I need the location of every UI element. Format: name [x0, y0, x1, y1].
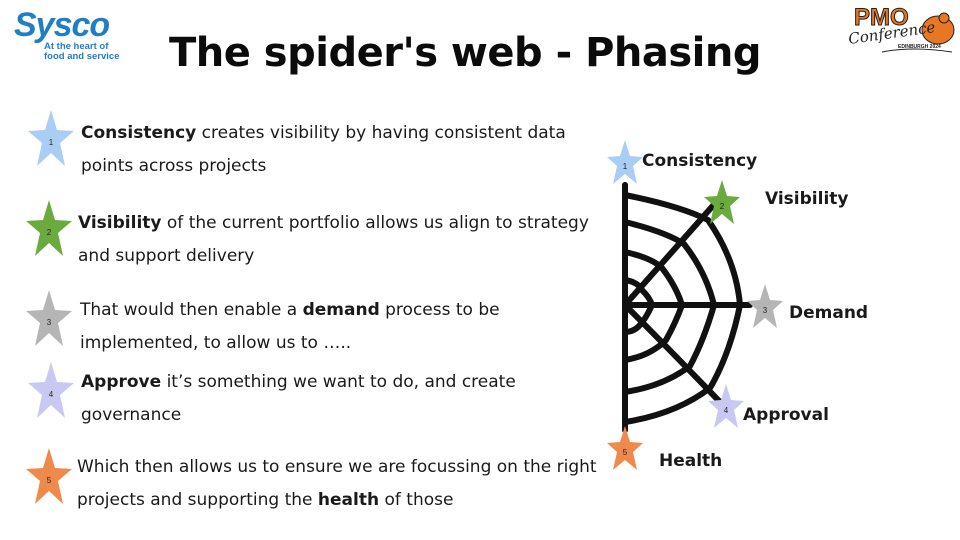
pmo-conference-logo-pmo: PMO: [854, 4, 910, 32]
pmo-conference-logo-city: EDINBURGH 2024: [898, 44, 941, 50]
star-3-icon: 3: [26, 290, 72, 346]
web-ring-4: [622, 192, 744, 425]
star-4-icon: 4: [28, 362, 74, 418]
web-label-visibility: Visibility: [765, 189, 849, 209]
list-item-visibility-text: of the current portfolio allows us align…: [78, 213, 589, 266]
list-item-demand: That would then enable a demand process …: [80, 294, 550, 360]
list-item-consistency: Consistency creates visibility by having…: [81, 117, 601, 183]
star-3-shape: [26, 290, 72, 346]
spider-web-diagram: 1 2 3 4 5: [607, 140, 783, 470]
web-star-2-number: 2: [720, 202, 725, 211]
list-item-visibility: Visibility of the current portfolio allo…: [78, 207, 598, 273]
list-item-demand-bold: demand: [302, 300, 380, 320]
star-4-shape: [28, 362, 74, 418]
list-item-demand-text-before: That would then enable a: [80, 300, 303, 320]
web-star-3-icon: 3: [747, 284, 783, 328]
web-star-1-number: 1: [623, 162, 628, 171]
web-star-2-shape: [704, 180, 740, 224]
star-5-number: 5: [47, 476, 52, 485]
list-item-approve: Approve it’s something we want to do, an…: [81, 366, 561, 432]
list-item-consistency-bold: Consistency: [81, 123, 197, 143]
star-2-shape: [26, 200, 72, 256]
web-ring-2: [622, 249, 686, 363]
web-ring-1: [622, 277, 656, 335]
slide-title: The spider's web - Phasing: [168, 30, 762, 76]
web-star-5-shape: [607, 426, 643, 470]
list-item-health-text-before: Which then allows us to ensure we are fo…: [77, 457, 597, 510]
web-star-3-shape: [747, 284, 783, 328]
star-3-number: 3: [47, 318, 52, 327]
pmo-conference-logo: PMO Conference EDINBURGH 2024: [842, 4, 958, 60]
list-item-demand-text-after: process to be implemented, to allow us t…: [80, 300, 500, 353]
web-label-health: Health: [659, 451, 723, 471]
web-star-2-icon: 2: [704, 180, 740, 224]
star-2-icon: 2: [26, 200, 72, 256]
web-label-demand: Demand: [789, 303, 869, 323]
web-star-5-icon: 5: [607, 426, 643, 470]
star-1-number: 1: [49, 138, 54, 147]
web-star-1-shape: [607, 140, 643, 184]
web-star-5-number: 5: [623, 448, 628, 457]
sysco-logo-tagline-1: At the heart of: [44, 41, 109, 52]
list-item-approve-bold: Approve: [81, 372, 162, 392]
star-1-icon: 1: [28, 110, 74, 166]
star-5-shape: [26, 448, 72, 504]
web-label-consistency: Consistency: [642, 151, 758, 171]
web-star-1-icon: 1: [607, 140, 643, 184]
star-1-shape: [28, 110, 74, 166]
web-star-4-shape: [708, 384, 744, 428]
list-item-visibility-bold: Visibility: [78, 213, 162, 233]
web-star-4-number: 4: [724, 406, 729, 415]
star-4-number: 4: [49, 390, 54, 399]
sysco-logo: Sysco At the heart of food and service: [14, 8, 124, 62]
star-5-icon: 5: [26, 448, 72, 504]
web-ring-3: [622, 219, 718, 395]
star-2-number: 2: [47, 228, 52, 237]
list-item-approve-text: it’s something we want to do, and create…: [81, 372, 516, 425]
list-item-health-text-after: of those: [379, 490, 454, 510]
pmo-conference-mascot: [881, 12, 955, 53]
web-star-3-number: 3: [763, 306, 768, 315]
sysco-logo-tagline-2: food and service: [44, 51, 120, 62]
list-item-health-bold: health: [317, 490, 380, 510]
web-label-approval: Approval: [743, 405, 829, 425]
web-star-4-icon: 4: [708, 384, 744, 428]
web-spoke-visibility: [622, 197, 721, 308]
spider-web-strands: [622, 182, 753, 433]
sysco-logo-wordmark: Sysco: [14, 6, 110, 44]
list-item-consistency-text: creates visibility by having consistent …: [81, 123, 566, 176]
list-item-health: Which then allows us to ensure we are fo…: [77, 451, 597, 517]
